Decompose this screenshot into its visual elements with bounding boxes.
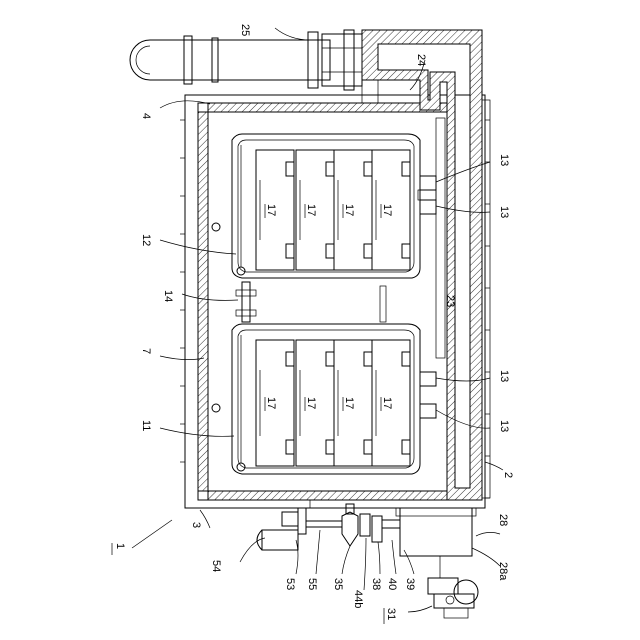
label-23: 23 <box>444 295 456 307</box>
port-upper <box>212 223 220 231</box>
tray-17: 17 <box>334 150 372 270</box>
label-25: 25 <box>239 24 251 36</box>
label-54: 54 <box>210 560 222 572</box>
port-lower <box>212 404 220 412</box>
drive-assembly-31 <box>428 578 478 618</box>
label-53: 53 <box>284 578 296 590</box>
label-3: 3 <box>190 522 202 528</box>
return-duct <box>362 30 482 500</box>
tray-17: 17 <box>296 340 334 466</box>
outer-casing <box>180 95 490 508</box>
nozzles-13 <box>418 176 436 418</box>
tank-28 <box>396 508 476 578</box>
label-39: 39 <box>404 578 416 590</box>
label-13b: 13 <box>498 206 510 218</box>
label-14: 14 <box>162 290 174 302</box>
label-2: 2 <box>502 472 514 478</box>
label-17: 17 <box>381 204 393 216</box>
label-13c: 13 <box>498 370 510 382</box>
label-13d: 13 <box>498 420 510 432</box>
label-17: 17 <box>343 204 355 216</box>
label-24: 24 <box>415 54 427 66</box>
label-11: 11 <box>140 420 152 431</box>
exhaust-pipe <box>130 30 378 103</box>
label-17: 17 <box>305 204 317 216</box>
label-44b: 44b <box>352 590 364 608</box>
label-35: 35 <box>332 578 344 590</box>
label-13a: 13 <box>498 154 510 166</box>
tray-17: 17 <box>296 150 334 270</box>
label-17: 17 <box>265 397 277 409</box>
label-28: 28 <box>497 514 509 526</box>
tray-17: 17 <box>256 340 294 466</box>
label-17: 17 <box>265 204 277 216</box>
tray-17: 17 <box>334 340 372 466</box>
label-28a: 28a <box>497 562 509 581</box>
tray-17: 17 <box>256 150 294 270</box>
label-40: 40 <box>386 578 398 590</box>
label-7: 7 <box>140 348 152 354</box>
tray-17: 17 <box>372 150 410 270</box>
label-17: 17 <box>305 397 317 409</box>
label-55: 55 <box>306 578 318 590</box>
tray-17: 17 <box>372 340 410 466</box>
valve-35 <box>342 504 400 546</box>
connector-14 <box>236 282 386 322</box>
tray-group: 17 17 17 17 17 17 17 17 <box>256 150 410 466</box>
label-1: 1 <box>114 543 126 549</box>
label-17: 17 <box>343 397 355 409</box>
label-38: 38 <box>370 578 382 590</box>
label-12: 12 <box>140 234 152 246</box>
label-31: 31 <box>385 608 397 620</box>
label-4: 4 <box>140 113 152 119</box>
label-17: 17 <box>381 397 393 409</box>
